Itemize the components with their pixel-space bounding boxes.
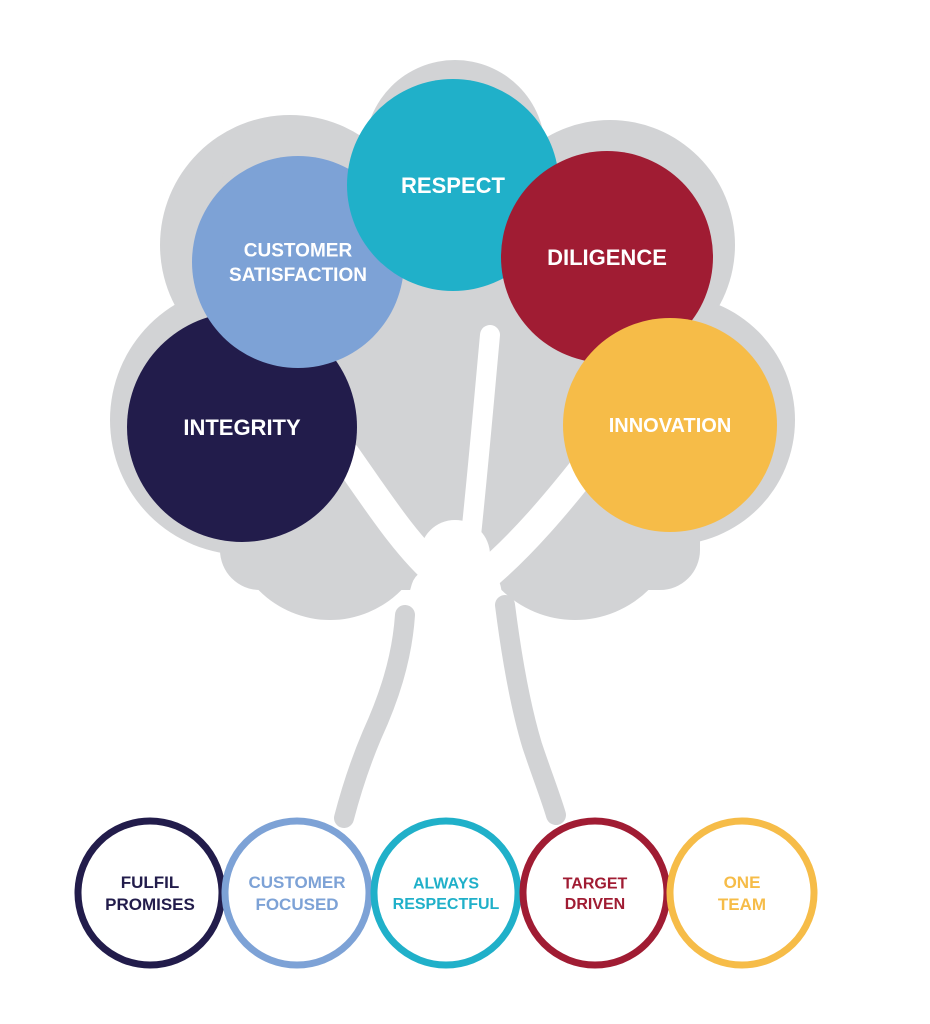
value-circle-diligence: [501, 151, 713, 363]
root-one-team-label-line: TEAM: [718, 895, 766, 914]
root-target-driven-label-line: TARGET: [563, 876, 628, 893]
value-circles: INTEGRITY CUSTOMER SATISFACTION RESPECT DILI…: [127, 79, 777, 542]
root-target-driven: TARGET DRIVEN: [519, 817, 671, 969]
root-one-team: ONE TEAM: [666, 817, 818, 969]
value-circle-integrity: [127, 312, 357, 542]
root-stems: [334, 595, 566, 828]
root-always-respectful-label-line: RESPECTFUL: [393, 896, 500, 913]
root-always-respectful: ALWAYS RESPECTFUL: [370, 817, 522, 969]
value-customer-satisfaction-label-line: SATISFACTION: [229, 265, 367, 286]
root-circles: FULFIL PROMISES CUSTOMER FOCUSED ALWAYS RESPE…: [74, 817, 818, 969]
value-diligence: DILIGENCE: [501, 151, 713, 363]
root-always-respectful-label-line: ALWAYS: [413, 876, 479, 893]
value-innovation-label-line: INNOVATION: [609, 415, 732, 437]
value-diligence-label-line: DILIGENCE: [547, 245, 667, 270]
value-integrity-label-line: INTEGRITY: [183, 415, 301, 440]
root-one-team-label-line: ONE: [724, 873, 761, 892]
root-circle-target-driven: [519, 817, 671, 969]
root-customer-focused: CUSTOMER FOCUSED: [221, 817, 373, 969]
value-circle-innovation: [563, 318, 777, 532]
root-fulfil-promises-label-line: FULFIL: [121, 873, 180, 892]
root-fulfil-promises-label-line: PROMISES: [105, 895, 195, 914]
root-circle-always-respectful: [370, 817, 522, 969]
value-customer-satisfaction-label-line: CUSTOMER: [244, 241, 353, 262]
root-customer-focused-label-line: CUSTOMER: [249, 873, 346, 892]
root-circle-one-team: [666, 817, 818, 969]
value-integrity: INTEGRITY: [127, 312, 357, 542]
root-customer-focused-label-line: FOCUSED: [255, 895, 338, 914]
value-respect-label-line: RESPECT: [401, 173, 505, 198]
root-circle-customer-focused: [221, 817, 373, 969]
root-fulfil-promises: FULFIL PROMISES: [74, 817, 226, 969]
root-circle-fulfil-promises: [74, 817, 226, 969]
root-target-driven-label-line: DRIVEN: [565, 896, 625, 913]
value-innovation: INNOVATION: [563, 318, 777, 532]
